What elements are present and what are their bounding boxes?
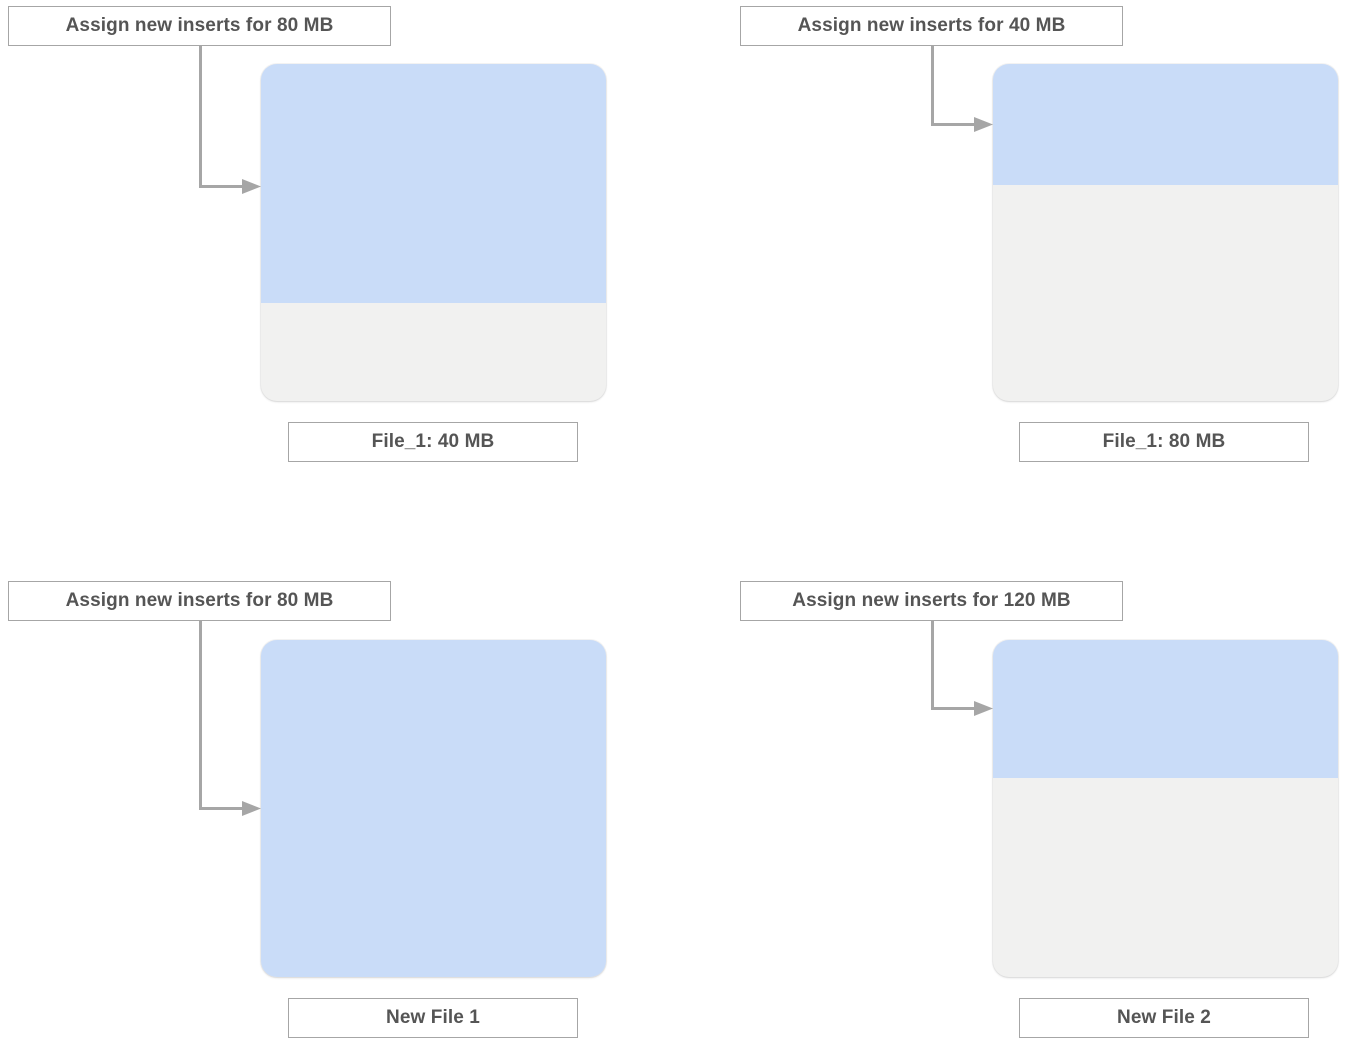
caption-box-bottom-left[interactable]: New File 1 [288, 998, 578, 1038]
arrow-right-icon [974, 117, 993, 132]
connector-elbow-path [199, 621, 243, 810]
callout-label: Assign new inserts for 80 MB [65, 590, 334, 611]
caption-label: New File 2 [1117, 1007, 1211, 1028]
callout-box-bottom-left[interactable]: Assign new inserts for 80 MB [8, 581, 391, 621]
file-block-bottom-right[interactable] [993, 640, 1338, 977]
caption-label: New File 1 [386, 1007, 480, 1028]
connector-elbow-path [931, 621, 975, 710]
callout-box-bottom-right[interactable]: Assign new inserts for 120 MB [740, 581, 1123, 621]
caption-box-bottom-right[interactable]: New File 2 [1019, 998, 1309, 1038]
file-used-portion [993, 640, 1338, 779]
connector-elbow-path [931, 46, 975, 126]
arrow-right-icon [974, 701, 993, 716]
caption-label: File_1: 80 MB [1102, 431, 1226, 452]
file-block-top-right[interactable] [993, 64, 1338, 401]
callout-box-top-right[interactable]: Assign new inserts for 40 MB [740, 6, 1123, 46]
arrow-right-icon [242, 179, 261, 194]
file-used-portion [261, 640, 606, 977]
caption-label: File_1: 40 MB [371, 431, 495, 452]
callout-label: Assign new inserts for 80 MB [65, 15, 334, 36]
file-block-top-left[interactable] [261, 64, 606, 401]
callout-box-top-left[interactable]: Assign new inserts for 80 MB [8, 6, 391, 46]
caption-box-top-right[interactable]: File_1: 80 MB [1019, 422, 1309, 462]
connector-elbow-path [199, 46, 243, 188]
callout-label: Assign new inserts for 40 MB [797, 15, 1066, 36]
caption-box-top-left[interactable]: File_1: 40 MB [288, 422, 578, 462]
arrow-right-icon [242, 801, 261, 816]
file-used-portion [261, 64, 606, 304]
file-used-portion [993, 64, 1338, 186]
file-block-bottom-left[interactable] [261, 640, 606, 977]
callout-label: Assign new inserts for 120 MB [792, 590, 1071, 611]
